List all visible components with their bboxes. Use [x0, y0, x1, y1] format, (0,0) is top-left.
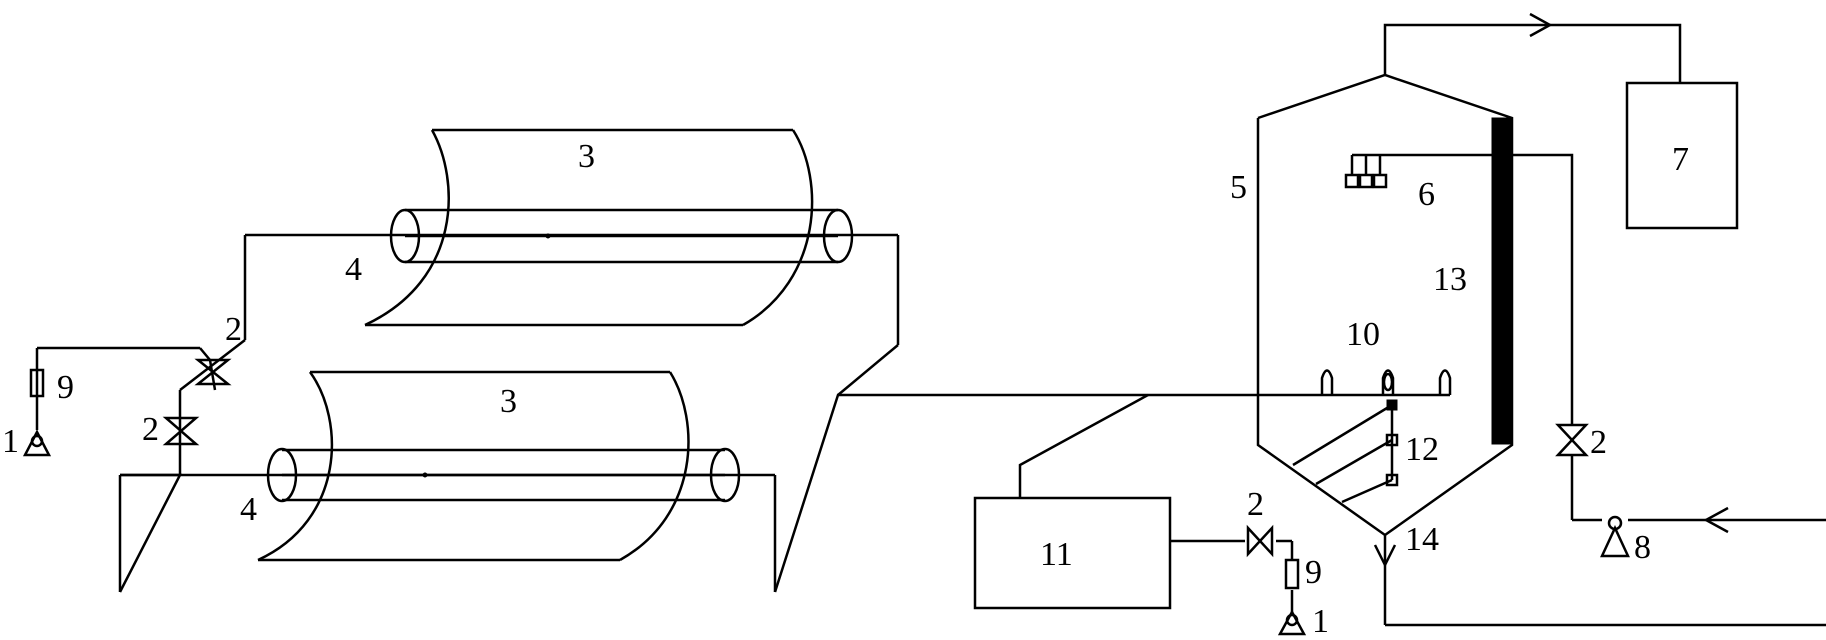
distributor-bubblers — [1040, 369, 1452, 397]
upper-absorber-tube — [389, 208, 854, 264]
label-pump-bottom: 1 — [1312, 603, 1329, 640]
label-valve-bottom: 2 — [1247, 486, 1264, 523]
filter-left-icon — [29, 368, 45, 398]
upper-trough-reflector — [364, 128, 814, 327]
label-box: 11 — [1040, 536, 1073, 573]
label-nozzles: 12 — [1405, 431, 1439, 468]
feed-pump-icon — [1600, 515, 1630, 558]
valve-upper-icon — [194, 358, 232, 386]
label-feed-pump: 8 — [1634, 529, 1651, 566]
filter-bottom-icon — [1284, 558, 1300, 590]
spray-header — [1344, 153, 1492, 189]
lower-collector-frame — [118, 473, 777, 593]
valve-right-icon — [1555, 423, 1589, 457]
bottom-outlet — [1373, 535, 1826, 627]
label-tube-top: 4 — [345, 251, 362, 288]
valve-lower-icon — [162, 416, 200, 446]
label-valve-upper: 2 — [225, 311, 242, 348]
label-spray: 6 — [1418, 176, 1435, 213]
heater-bar — [1491, 117, 1513, 445]
label-tube-bottom: 4 — [240, 491, 257, 528]
label-filter-left: 9 — [57, 369, 74, 406]
label-valve-lower: 2 — [142, 411, 159, 448]
pump-left-icon — [22, 429, 52, 457]
valve-bottom-icon — [1246, 524, 1274, 558]
pump-bottom-icon — [1277, 609, 1307, 636]
lower-trough-reflector — [257, 370, 690, 562]
nozzle-lines — [1292, 399, 1399, 504]
label-trough-bottom: 3 — [500, 383, 517, 420]
box-11 — [973, 393, 1172, 610]
label-tank: 7 — [1672, 141, 1689, 178]
lower-absorber-tube — [266, 447, 741, 503]
right-feed-piping — [1512, 153, 1826, 534]
label-pump-left: 1 — [2, 423, 19, 460]
reactor-vessel — [1256, 73, 1514, 537]
label-valve-right: 2 — [1590, 424, 1607, 461]
label-distributor: 10 — [1346, 316, 1380, 353]
lower-return-line — [773, 393, 1040, 593]
label-filter-bottom: 9 — [1305, 554, 1322, 591]
label-vessel: 5 — [1230, 169, 1247, 206]
label-heater: 13 — [1433, 261, 1467, 298]
tank-7 — [1625, 81, 1739, 230]
box-outlet-piping — [1170, 539, 1294, 612]
vessel-top-outlet-pipe — [1383, 12, 1682, 83]
label-trough-top: 3 — [578, 138, 595, 175]
label-outlet: 14 — [1405, 521, 1439, 558]
